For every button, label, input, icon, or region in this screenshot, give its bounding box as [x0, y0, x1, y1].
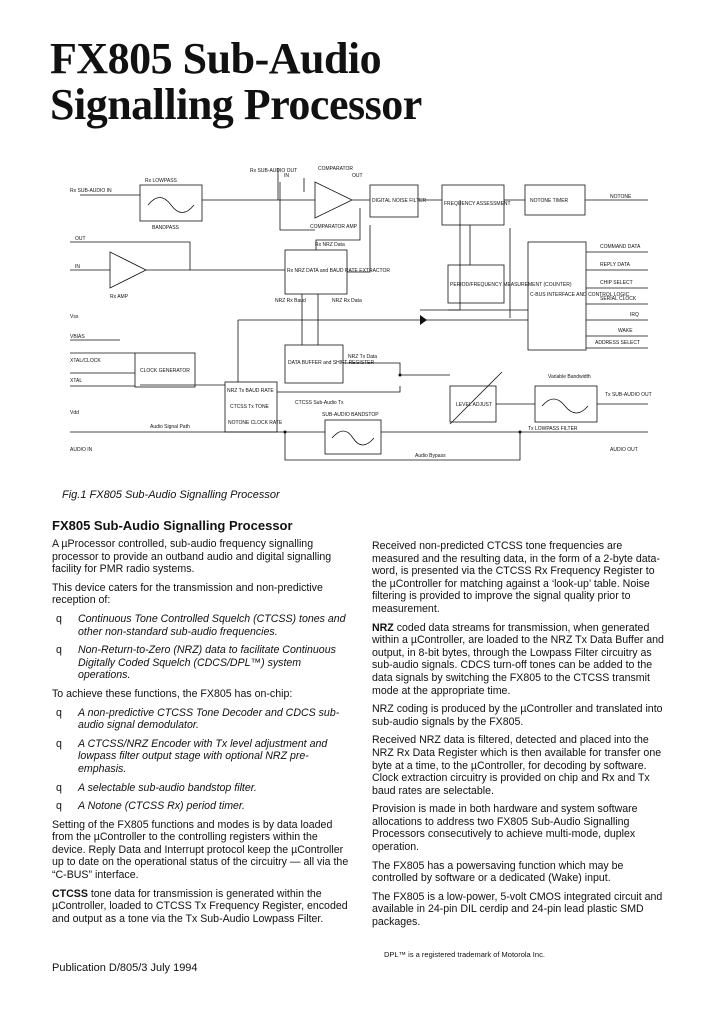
cmos-paragraph: The FX805 is a low-power, 5-volt CMOS in… — [372, 890, 663, 929]
label-xtal-clock: XTAL/CLOCK — [70, 358, 101, 364]
caters-paragraph: This device caters for the transmission … — [52, 581, 323, 607]
label-level-adjust: LEVEL ADJUST — [456, 402, 492, 408]
label-tx-out: Tx SUB-AUDIO OUT — [605, 392, 652, 398]
label-wake: WAKE — [618, 328, 633, 334]
label-audio-bypass: Audio Bypass — [415, 453, 446, 459]
title-line-2: Signalling Processor — [50, 80, 422, 129]
label-rx-in: Rx SUB-AUDIO IN — [70, 188, 112, 194]
label-data-buffer: DATA BUFFER and SHIFT REGISTER — [288, 360, 375, 366]
section-heading: FX805 Sub-Audio Signalling Processor — [52, 518, 293, 533]
block-diagram: Rx SUB-AUDIO IN Rx LOWPASS BANDPASS Rx S… — [70, 166, 652, 461]
onchip-paragraph: To achieve these functions, the FX805 ha… — [52, 687, 293, 700]
label-ctcss-audio: CTCSS Sub-Audio Tx — [295, 400, 344, 406]
trademark-note: DPL™ is a registered trademark of Motoro… — [384, 950, 545, 959]
frequency-assessment-block — [441, 184, 505, 226]
ctcss-paragraph: CTCSS tone data for transmission is gene… — [52, 887, 348, 925]
cbus-interface-block — [527, 241, 587, 351]
label-sub-audio-out: Rx SUB-AUDIO OUT — [250, 168, 297, 174]
powersave-paragraph: The FX805 has a powersaving function whi… — [372, 859, 624, 885]
label-clock-generator: CLOCK GENERATOR — [140, 368, 190, 374]
label-nrz-rx-data: NRZ Rx Data — [332, 298, 362, 304]
label-command-data: COMMAND DATA — [600, 244, 641, 250]
page-title: FX805 Sub-Audio Signalling Processor — [50, 36, 422, 128]
label-cbus: C-BUS INTERFACE AND CONTROL LOGIC — [530, 292, 630, 298]
clock-generator-block — [134, 352, 196, 388]
bus-arrow-icon — [420, 315, 427, 325]
label-rx-amp: Rx AMP — [110, 294, 129, 300]
publication-info: Publication D/805/3 July 1994 — [52, 962, 198, 974]
label-frequency-assessment: FREQUENCY ASSESSMENT — [444, 201, 511, 207]
label-xtal: XTAL — [70, 378, 82, 384]
label-comp-out: OUT — [352, 173, 363, 179]
label-nrz-extractor: Rx NRZ DATA and BAUD RATE EXTRACTOR — [287, 268, 390, 274]
provision-paragraph: Provision is made in both hardware and s… — [372, 803, 638, 854]
nrz-coding-paragraph: NRZ coding is produced by the µControlle… — [372, 703, 663, 728]
figure-caption: Fig.1 FX805 Sub-Audio Signalling Process… — [62, 489, 280, 501]
label-audio-path: Audio Signal Path — [150, 424, 190, 430]
label-serial-clock: SERIAL CLOCK — [600, 296, 637, 302]
setting-paragraph: Setting of the FX805 functions and modes… — [52, 818, 349, 882]
label-chip-select: CHIP SELECT — [600, 280, 633, 286]
label-comparator: COMPARATOR — [318, 166, 353, 172]
label-audio-in: AUDIO IN — [70, 447, 93, 453]
label-ctcss-tone: CTCSS Tx TONE — [230, 404, 270, 410]
label-notone-out: NOTONE — [610, 194, 632, 200]
rx-lowpass-block — [139, 184, 203, 222]
intro-paragraph: A µProcessor controlled, sub-audio frequ… — [52, 538, 332, 576]
rx-amp-icon — [109, 251, 147, 289]
label-tx-lowpass: Tx LOWPASS FILTER — [528, 426, 578, 432]
label-notone-clock: NOTONE CLOCK RATE — [228, 420, 283, 426]
label-comparator-amp: COMPARATOR AMP — [310, 224, 358, 230]
left-column: A µProcessor controlled, sub-audio frequ… — [52, 538, 352, 931]
label-audio-out: AUDIO OUT — [610, 447, 638, 453]
label-nrz-rx-baud: NRZ Rx Baud — [275, 298, 306, 304]
label-rx-lowpass: Rx LOWPASS — [145, 178, 178, 184]
label-nrz-tx-data: NRZ Tx Data — [348, 354, 377, 360]
tx-lowpass-wave-icon — [541, 398, 589, 414]
period-measurement-block — [447, 264, 505, 304]
label-in: IN — [75, 264, 80, 270]
nrz-paragraph: NRZ coded data streams for transmission,… — [372, 621, 664, 697]
label-comp-in: IN — [284, 173, 289, 179]
right-column: Received non-predicted CTCSS tone freque… — [372, 540, 672, 935]
level-adjust-arrow — [449, 371, 503, 425]
label-tx-baud: NRZ Tx BAUD RATE — [227, 388, 274, 394]
label-vdd: Vdd — [70, 410, 79, 416]
rx-lowpass-wave-icon — [147, 197, 195, 213]
label-reply-data: REPLY DATA — [600, 262, 631, 268]
data-buffer-block — [284, 344, 344, 384]
title-line-1: FX805 Sub-Audio — [50, 34, 382, 83]
label-irq: IRQ — [630, 312, 639, 318]
label-bandpass: BANDPASS — [152, 225, 180, 231]
received-nrz-paragraph: Received NRZ data is filtered, detected … — [372, 734, 662, 797]
label-variable-bandwidth: Variable Bandwidth — [548, 374, 591, 380]
bandstop-block — [324, 419, 382, 455]
label-rx-nrz-data: Rx NRZ Data — [315, 242, 345, 248]
label-vbias: VBIAS — [70, 334, 85, 340]
comparator-amp-icon — [314, 181, 353, 219]
label-vss: Vss — [70, 314, 79, 320]
label-bandstop: SUB-AUDIO BANDSTOP — [322, 412, 379, 418]
digital-noise-filter-block — [369, 184, 419, 218]
label-out: OUT — [75, 236, 86, 242]
received-paragraph: Received non-predicted CTCSS tone freque… — [372, 540, 660, 615]
bandstop-wave-icon — [331, 430, 375, 446]
label-notone-timer: NOTONE TIMER — [530, 198, 569, 204]
label-digital-noise: DIGITAL NOISE FILTER — [372, 198, 426, 204]
label-period-measurement: PERIOD/FREQUENCY MEASUREMENT (COUNTER) — [450, 282, 572, 288]
label-address-select: ADDRESS SELECT — [595, 340, 640, 346]
